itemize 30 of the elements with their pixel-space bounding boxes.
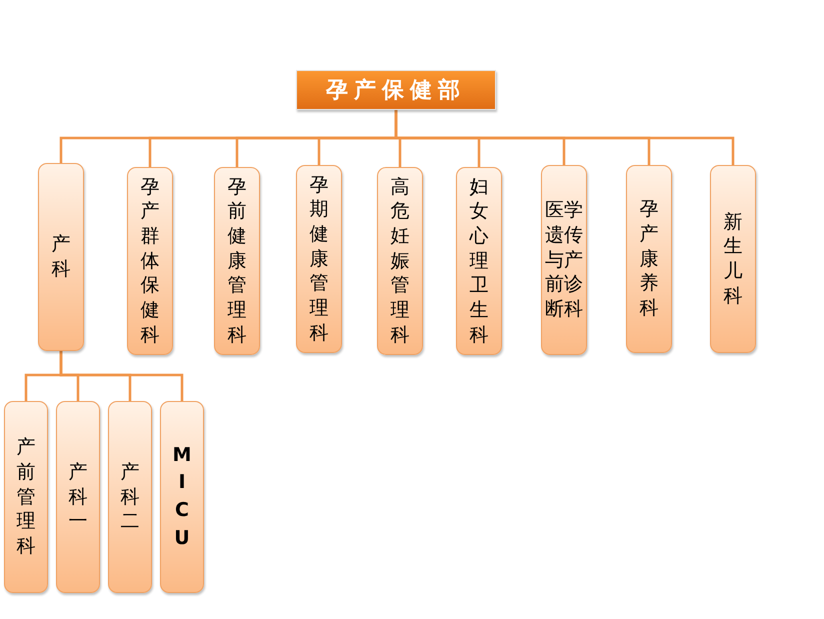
department-box	[377, 167, 423, 355]
department-label: 孕期健康管理科	[310, 172, 328, 346]
department-label: 产科二	[120, 460, 140, 534]
department-label: 产科一	[68, 460, 88, 534]
department-box	[626, 165, 672, 353]
department-label: 产科	[52, 232, 70, 282]
department-box	[160, 401, 204, 593]
department-label: 孕产群体保健科	[140, 174, 160, 348]
department-label: 高危妊娠管理科	[390, 174, 410, 348]
department-box	[38, 163, 84, 351]
department-box	[214, 167, 260, 355]
department-box	[710, 165, 756, 353]
department-box	[56, 401, 100, 593]
department-box	[108, 401, 152, 593]
department-box	[127, 167, 173, 355]
department-label: 孕产康养科	[640, 197, 658, 321]
department-label: 新生儿科	[724, 210, 742, 308]
department-label: MICU	[172, 442, 192, 551]
department-label: 孕产保健部	[326, 76, 466, 104]
connector-line	[60, 351, 184, 401]
connector-line	[394, 110, 734, 165]
department-label: 妇女心理卫生科	[470, 174, 488, 348]
department-box	[296, 165, 342, 353]
department-label: 孕前健康管理科	[228, 174, 246, 348]
department-header-box	[296, 70, 496, 110]
department-box	[541, 165, 587, 355]
department-label: 医学遗传与产前诊断科	[545, 198, 583, 322]
department-box	[456, 167, 502, 355]
department-label: 产前管理科	[16, 435, 36, 559]
department-box	[4, 401, 48, 593]
